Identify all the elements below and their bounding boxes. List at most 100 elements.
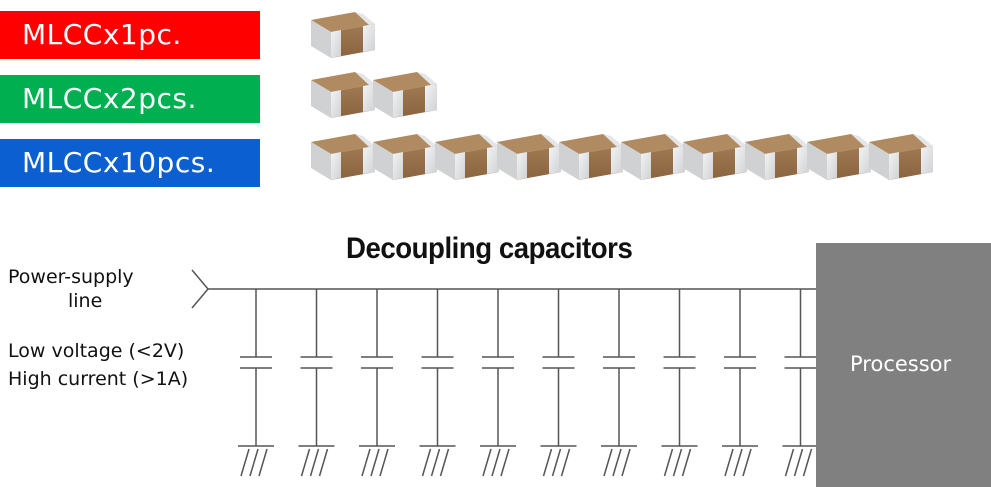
chip-terminal-right [797,146,809,174]
mlcc-10pcs-badge: MLCCx10pcs. [0,139,260,187]
chip-terminal-left [311,142,331,180]
decoupling-circuit [191,269,819,477]
chip-terminal-right [425,146,437,174]
capacitor-symbol [782,289,819,477]
chip-terminal-band [889,152,899,180]
chip-terminal-band [393,90,403,118]
ground-hatch [663,448,674,477]
ground-hatch [379,448,389,477]
ground-hatch [421,448,432,477]
chip-terminal-top [603,134,623,147]
chip-terminal-left [621,142,641,180]
mlcc-chip [683,134,747,180]
mlcc-chip [559,134,623,180]
chip-terminal-left [311,20,331,58]
ground-hatch [309,448,320,477]
ground-hatch [249,448,259,477]
ground-hatch [240,448,250,477]
mlcc-chip [497,134,561,180]
ground-hatch [439,448,450,477]
chip-top [621,134,685,154]
mlcc-chip [807,134,871,180]
chip-terminal-top [355,72,375,85]
mlcc-chip [621,134,685,180]
mlcc-chip [745,134,809,180]
capacitor-symbol [298,289,335,477]
chip-terminal-left [683,142,703,180]
ground-hatch [482,448,492,477]
ground-hatch [370,448,380,477]
ground-hatch [430,448,441,477]
chip-terminal-right [487,146,499,174]
ground-hatch [500,448,510,477]
chip-terminal-top [417,134,437,147]
ground-hatch [724,448,734,477]
chip-terminal-left [373,80,393,118]
capacitor-symbol [540,289,577,477]
chip-terminal-band [393,152,403,180]
mlcc-2pcs-badge: MLCCx2pcs. [0,75,260,123]
mlcc-1pc-badge: MLCCx1pc. [0,11,260,59]
line-chevron-icon [191,269,209,309]
mlcc-chip [373,72,437,118]
ground-hatch [681,448,692,477]
chip-top [559,134,623,154]
capacitor-symbol [419,289,456,477]
chip-terminal-band [517,152,527,180]
chip-terminal-band [331,30,341,58]
chip-terminal-right [859,146,871,174]
chip-terminal-top [417,72,437,85]
ground-hatch [300,448,311,477]
ground-hatch [802,448,813,477]
processor-block [816,243,991,487]
low-voltage-label: Low voltage (<2V) [8,340,185,362]
chip-terminal-right [549,146,561,174]
chip-terminal-band [827,152,837,180]
mlcc-chip [869,134,933,180]
chip-terminal-right [363,146,375,174]
chip-terminal-band [331,152,341,180]
ground-hatch [361,448,371,477]
chip-terminal-top [789,134,809,147]
chip-terminal-top [913,134,933,147]
processor-label: Processor [850,352,952,376]
ground-hatch [551,448,562,477]
chip-terminal-top [479,134,499,147]
mlcc-chip [311,134,375,180]
ground-hatch [733,448,743,477]
chip-terminal-top [665,134,685,147]
chip-top [311,134,375,154]
chip-terminal-right [363,84,375,112]
chip-top [683,134,747,154]
chip-terminal-top [355,134,375,147]
chip-terminal-band [765,152,775,180]
chip-terminal-right [921,146,933,174]
chip-top [807,134,871,154]
chip-top [745,134,809,154]
chip-terminal-left [435,142,455,180]
ground-hatch [318,448,329,477]
chip-terminal-left [869,142,889,180]
power-supply-line-label: Power-supply [8,266,134,288]
chip-top [311,12,375,32]
chip-terminal-right [425,84,437,112]
chip-top [435,134,499,154]
ground-hatch [612,448,622,477]
chip-terminal-top [355,12,375,25]
chip-terminal-band [455,152,465,180]
ground-hatch [258,448,268,477]
mlcc-chip [311,72,375,118]
chip-terminal-right [611,146,623,174]
ground-hatch [491,448,501,477]
chip-top [373,72,437,92]
chip-terminal-left [497,142,517,180]
ground-hatch [784,448,795,477]
chip-terminal-right [673,146,685,174]
capacitor-symbol [238,289,274,477]
chip-top [497,134,561,154]
mlcc-chip [311,12,375,58]
power-supply-line-label-2: line [68,290,103,312]
chip-terminal-top [727,134,747,147]
chip-top [311,72,375,92]
capacitor-symbol [661,289,698,477]
